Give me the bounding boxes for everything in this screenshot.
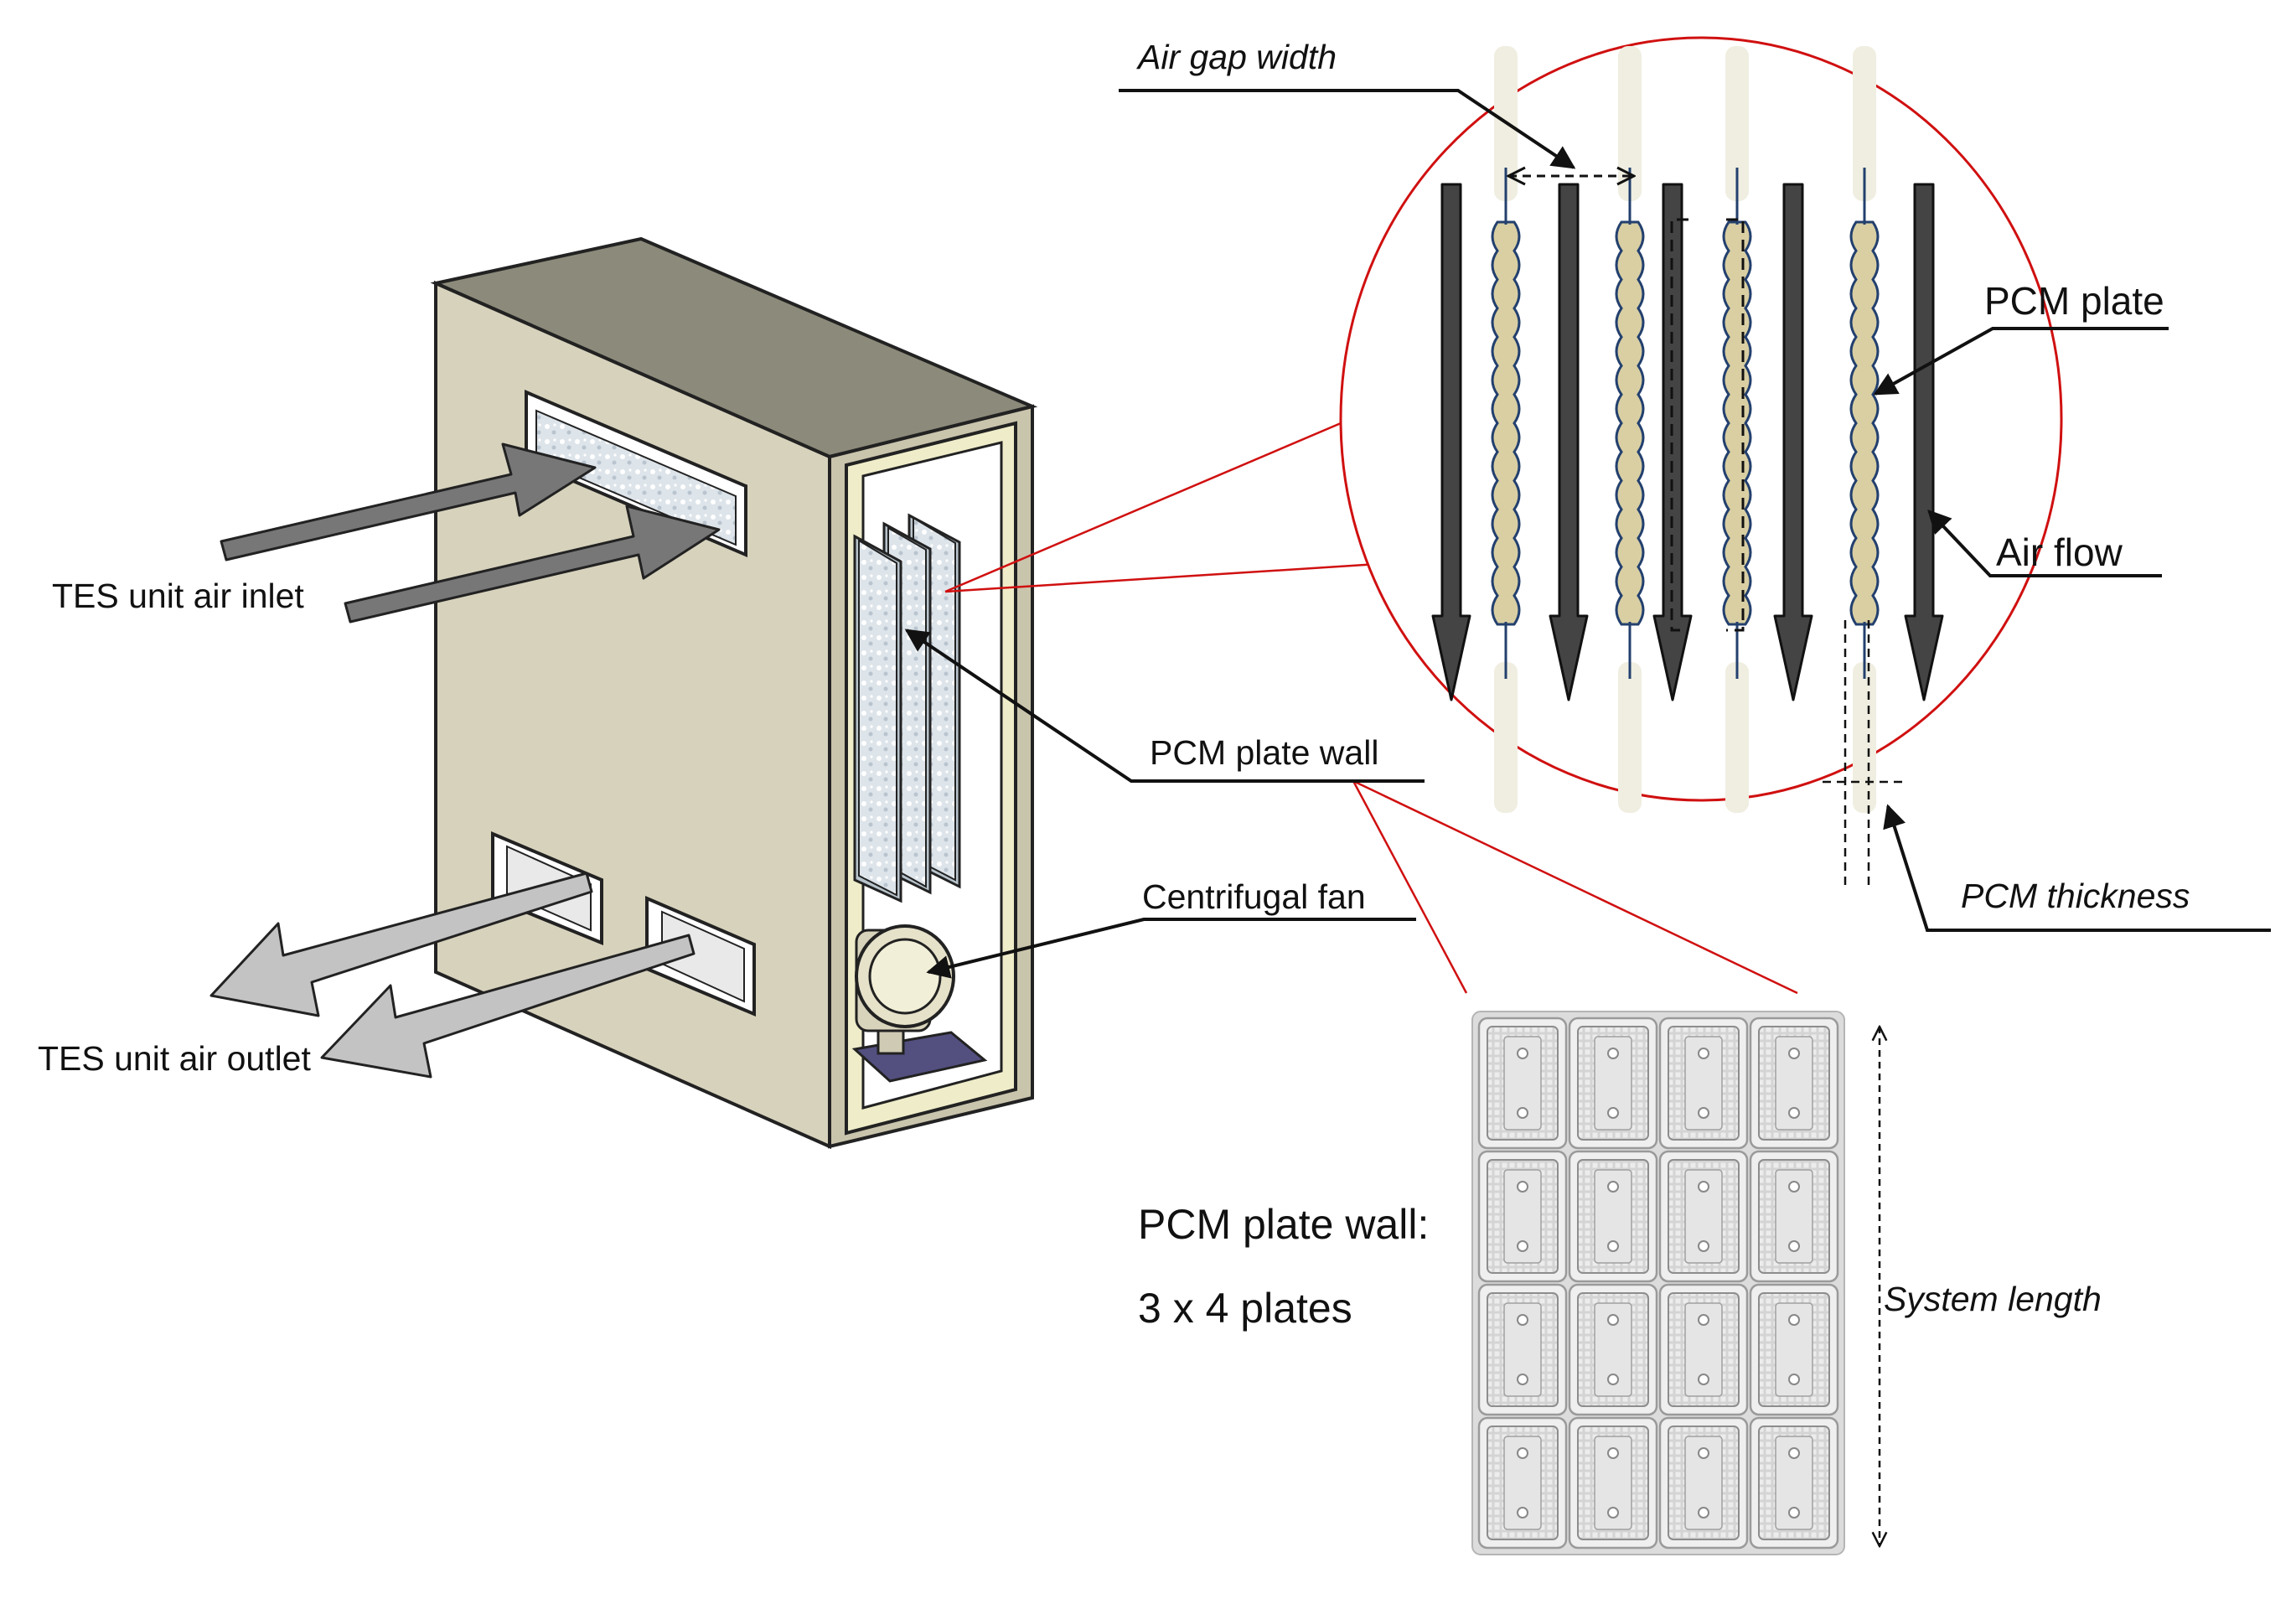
label-pcm-plate-wall: PCM plate wall xyxy=(1150,733,1379,772)
callout-lines xyxy=(944,407,1798,995)
pcm-plate-4 xyxy=(1849,220,1880,626)
plate-r3-c1 xyxy=(1477,1283,1568,1416)
plate-r3-c4 xyxy=(1749,1283,1839,1416)
label-pcm-plate: PCM plate xyxy=(1984,279,2164,323)
plate-wall-frame xyxy=(1471,1011,1845,1555)
plate-r2-c4 xyxy=(1749,1150,1839,1283)
leader-lines xyxy=(904,89,2271,979)
leader-pcm-plate xyxy=(1873,327,2169,396)
centrifugal-fan xyxy=(851,924,988,1083)
plate-end-top-4 xyxy=(1853,46,1876,201)
leader-plate-wall xyxy=(904,629,1425,783)
pcm-plate-3 xyxy=(1722,220,1752,626)
inlet-slot xyxy=(525,389,747,558)
tes-unit-box xyxy=(430,236,1038,1150)
plate-r2-c3 xyxy=(1658,1150,1749,1283)
plate-r1-c4 xyxy=(1749,1017,1839,1150)
inlet-arrow-upper xyxy=(220,442,597,561)
plate-r2-c2 xyxy=(1568,1150,1658,1283)
leader-thickness xyxy=(1883,804,2271,932)
pcm-plate-2 xyxy=(1615,220,1645,626)
air-flow-arrow-3 xyxy=(1652,183,1693,701)
plate-end-top-3 xyxy=(1725,46,1749,201)
label-tes-inlet: TES unit air inlet xyxy=(52,577,304,615)
plate-end-bottom-2 xyxy=(1618,662,1642,813)
plate-end-top-2 xyxy=(1618,46,1642,201)
inlet-arrow-lower xyxy=(344,504,721,623)
air-flow-arrow-2 xyxy=(1549,183,1589,701)
air-flow-arrow-5 xyxy=(1904,183,1944,701)
zoom-detail xyxy=(1339,36,2063,888)
plate-r4-c3 xyxy=(1658,1416,1749,1550)
label-wall-title: PCM plate wall: xyxy=(1138,1201,1430,1248)
label-pcm-thickness: PCM thickness xyxy=(1961,877,2190,915)
plate-r3-c3 xyxy=(1658,1283,1749,1416)
plate-r4-c2 xyxy=(1568,1416,1658,1550)
label-centrifugal-fan: Centrifugal fan xyxy=(1142,877,1366,916)
selected-gap-box xyxy=(1670,218,1745,632)
label-air-flow: Air flow xyxy=(1996,530,2123,574)
label-system-length: System length xyxy=(1884,1280,2102,1318)
plate-r2-c1 xyxy=(1477,1150,1568,1283)
pcm-thickness-guides xyxy=(1823,620,1906,888)
leader-air-gap xyxy=(1119,89,1576,169)
plate-r4-c1 xyxy=(1477,1416,1568,1550)
pcm-plate-stack xyxy=(853,513,961,903)
label-air-gap-width: Air gap width xyxy=(1138,38,1337,76)
zoom-ellipse xyxy=(1339,36,2063,802)
air-flow-arrow-4 xyxy=(1773,183,1813,701)
pcm-plate-1 xyxy=(1491,220,1521,626)
plate-r1-c1 xyxy=(1477,1017,1568,1150)
plate-end-bottom-4 xyxy=(1853,662,1876,813)
plate-end-bottom-1 xyxy=(1494,662,1518,813)
plate-r4-c4 xyxy=(1749,1416,1839,1550)
outlet-arrow-left xyxy=(209,872,593,1017)
outlet-arrow-right xyxy=(320,934,696,1079)
leader-air-flow xyxy=(1927,509,2162,577)
label-wall-count: 3 x 4 plates xyxy=(1138,1285,1352,1332)
label-tes-outlet: TES unit air outlet xyxy=(38,1039,311,1078)
inlet-arrows xyxy=(220,442,721,623)
air-flow-arrow-1 xyxy=(1431,183,1471,701)
plate-end-bottom-3 xyxy=(1725,662,1749,813)
plate-r1-c3 xyxy=(1658,1017,1749,1150)
outlet-arrows xyxy=(209,872,696,1079)
leader-fan xyxy=(926,918,1416,979)
plate-r1-c2 xyxy=(1568,1017,1658,1150)
plate-r3-c2 xyxy=(1568,1283,1658,1416)
plate-wall-grid xyxy=(1471,1011,1845,1555)
